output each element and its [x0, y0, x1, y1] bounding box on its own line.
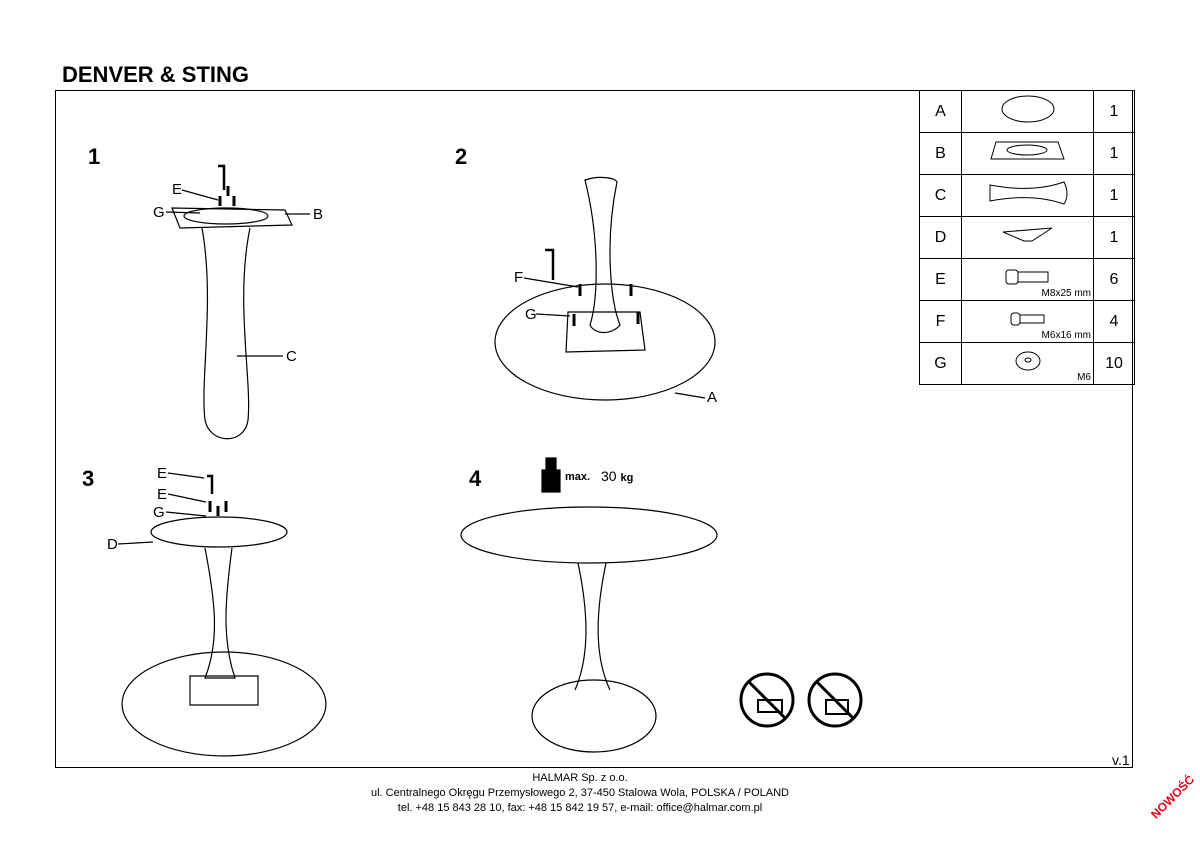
company-footer: HALMAR Sp. z o.o. ul. Centralnego Okręgu… [0, 771, 1160, 816]
callout-label: A [707, 389, 718, 406]
callout-label: G [153, 504, 165, 521]
callout-label: C [286, 348, 297, 365]
part-qty: 4 [1093, 300, 1135, 343]
part-size: M8x25 mm [1041, 288, 1091, 299]
part-g-image: M6 [961, 342, 1094, 385]
callout-label: D [107, 536, 118, 553]
max-load-value: 30 kg [601, 468, 634, 484]
part-letter: C [919, 174, 962, 217]
part-letter: E [919, 258, 962, 301]
part-qty: 10 [1093, 342, 1135, 385]
callout-label: E [172, 181, 183, 198]
part-e-image: M8x25 mm [961, 258, 1094, 301]
callout-label: E [157, 465, 168, 482]
part-letter: B [919, 132, 962, 175]
part-qty: 6 [1093, 258, 1135, 301]
step3-drawing [117, 472, 327, 757]
part-f-image: M6x16 mm [961, 300, 1094, 343]
step-number: 2 [455, 144, 468, 169]
part-qty: 1 [1093, 90, 1135, 133]
callout-label: G [153, 204, 165, 221]
part-qty: 1 [1093, 216, 1135, 259]
step-number: 4 [469, 466, 482, 491]
max-load-label: max. [565, 471, 591, 483]
company-address: ul. Centralnego Okręgu Przemysłowego 2, … [370, 787, 789, 799]
document-title: DENVER & STING [62, 62, 250, 87]
company-contact: tel. +48 15 843 28 10, fax: +48 15 842 1… [397, 802, 763, 814]
part-size: M6 [1077, 372, 1091, 383]
company-name: HALMAR Sp. z o.o. [532, 772, 628, 784]
part-d-image [961, 216, 1094, 259]
part-qty: 1 [1093, 132, 1135, 175]
part-letter: G [919, 342, 962, 385]
part-letter: A [919, 90, 962, 133]
part-c-image [961, 174, 1094, 217]
part-letter: F [919, 300, 962, 343]
callout-label: E [157, 486, 168, 503]
step-number: 3 [82, 466, 95, 491]
step2-drawing [494, 176, 716, 401]
callout-label: F [514, 269, 524, 286]
version-label: v.1 [1112, 752, 1130, 768]
no-stacking-icons [739, 672, 863, 728]
part-qty: 1 [1093, 174, 1135, 217]
part-size: M6x16 mm [1041, 330, 1091, 341]
part-letter: D [919, 216, 962, 259]
part-b-image [961, 132, 1094, 175]
instruction-frame [55, 90, 1133, 768]
step1-drawing [165, 164, 310, 440]
callout-label: G [525, 306, 537, 323]
callout-label: B [313, 206, 324, 223]
step4-drawing [460, 457, 718, 753]
step-number: 1 [88, 144, 101, 169]
part-a-image [961, 90, 1094, 133]
